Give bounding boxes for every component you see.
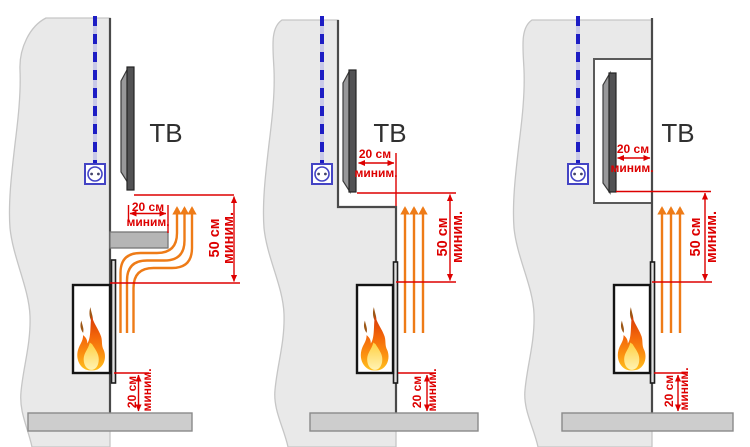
power-outlet-icon	[311, 163, 333, 185]
dim-shelf-depth-unit: миним.	[126, 215, 169, 229]
tv-panel	[126, 66, 135, 191]
dim-floor-gap-value: 20 см	[410, 376, 424, 408]
diagram-wall-niche-variant: ТВ 20 см миним. 50 см миним. 20 см миним…	[512, 16, 734, 447]
dim-niche-depth-value: 20 см	[617, 142, 649, 156]
outlet-pin	[317, 172, 320, 176]
floor-slab	[561, 412, 734, 432]
dim-clearance-value: 50 см	[688, 218, 704, 257]
dimension-lines	[357, 153, 456, 412]
dim-floor-gap-unit: миним.	[425, 368, 439, 411]
dim-clearance-unit: миним.	[704, 211, 720, 263]
power-outlet-icon	[84, 163, 106, 185]
diagram-stepped-breast-variant: ТВ 20 см миним. 50 см миним. 20 см миним…	[262, 16, 479, 447]
airflow-arrow-icon	[125, 206, 190, 333]
outlet-pin	[97, 172, 100, 176]
outlet-ring	[570, 166, 586, 182]
tv-panel	[608, 72, 617, 193]
dim-clearance-value: 50 см	[435, 218, 451, 257]
fireplace-glass	[110, 259, 117, 384]
airflow-arrow-icon	[119, 206, 182, 333]
dimension-lines	[616, 154, 712, 412]
dim-floor-gap-value: 20 см	[662, 375, 676, 407]
mantel-shelf	[109, 231, 169, 249]
outlet-ring	[314, 166, 330, 182]
tv-panel	[348, 69, 357, 193]
floor-slab	[309, 412, 479, 432]
dim-niche-depth-unit: миним.	[610, 161, 653, 175]
dim-recess-depth-unit: миним.	[354, 166, 397, 180]
dim-shelf-depth-value: 20 см	[132, 200, 164, 214]
outlet-pin	[573, 172, 576, 176]
dimension-lines	[110, 194, 240, 412]
tv-back	[602, 70, 611, 195]
tv-label: ТВ	[373, 118, 406, 148]
airflow-arrow-icon	[132, 206, 197, 333]
outlet-pin	[90, 172, 93, 176]
tv-side-view	[120, 66, 135, 191]
tv-side-view	[602, 70, 617, 195]
power-outlet-icon	[567, 163, 589, 185]
outlet-ring	[87, 166, 103, 182]
dim-floor-gap-unit: миним.	[140, 368, 154, 411]
tv-label: ТВ	[149, 118, 182, 148]
dim-clearance-unit: миним.	[450, 211, 466, 263]
diagram-mantel-shelf-variant: ТВ 20 см миним. 50 см миним. 20 см миним…	[8, 16, 240, 447]
dim-clearance-unit: миним.	[221, 212, 237, 264]
dim-floor-gap-value: 20 см	[125, 376, 139, 408]
airflow-arrows	[400, 206, 428, 333]
tv-niche-edge	[593, 58, 652, 204]
tv-side-view	[342, 69, 357, 195]
wall-shape	[262, 19, 397, 447]
dim-clearance-value: 50 см	[207, 219, 223, 258]
outlet-pin	[580, 172, 583, 176]
dim-floor-gap-unit: миним.	[677, 367, 691, 410]
outlet-pin	[324, 172, 327, 176]
tv-label: ТВ	[661, 118, 694, 148]
airflow-arrows	[119, 206, 197, 333]
airflow-arrows	[657, 206, 685, 333]
floor-slab	[27, 412, 193, 432]
dim-recess-depth-value: 20 см	[359, 147, 391, 161]
